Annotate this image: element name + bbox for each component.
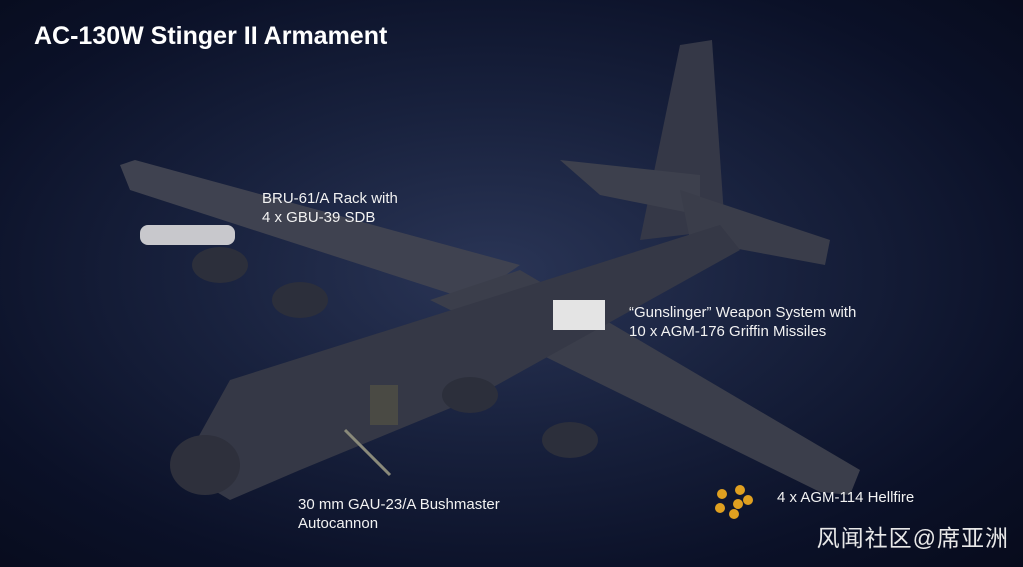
gunslinger-label-line1: “Gunslinger” Weapon System with <box>629 304 857 321</box>
fuselage <box>180 225 740 500</box>
horizontal-stabilizer-right <box>680 190 830 265</box>
left-wing <box>120 160 520 300</box>
page-title: AC-130W Stinger II Armament <box>34 22 388 50</box>
gunslinger-label-line2: 10 x AGM-176 Griffin Missiles <box>629 323 827 340</box>
hellfire-label: 4 x AGM-114 Hellfire <box>777 489 915 506</box>
gunslinger-launcher <box>553 300 605 330</box>
engine <box>542 422 598 458</box>
watermark: 风闻社区@席亚洲 <box>816 525 1009 551</box>
bru-61-label-line2: 4 x GBU-39 SDB <box>262 209 376 226</box>
engine <box>272 282 328 318</box>
autocannon-label-line2: Autocannon <box>298 515 379 532</box>
hellfire-missiles <box>715 485 753 519</box>
autocannon <box>370 385 398 425</box>
autocannon-barrel <box>343 428 392 477</box>
engine <box>442 377 498 413</box>
bru-61-rack <box>140 225 235 245</box>
autocannon-label: 30 mm GAU-23/A Bushmaster Autocannon <box>298 495 500 533</box>
autocannon-label-line1: 30 mm GAU-23/A Bushmaster <box>298 496 500 513</box>
horizontal-stabilizer-left <box>560 160 700 215</box>
engine <box>192 247 248 283</box>
nose <box>170 435 240 495</box>
bru-61-label: BRU-61/A Rack with 4 x GBU-39 SDB <box>262 189 398 227</box>
gunslinger-label: “Gunslinger” Weapon System with 10 x AGM… <box>629 303 856 341</box>
bru-61-label-line1: BRU-61/A Rack with <box>262 190 398 207</box>
